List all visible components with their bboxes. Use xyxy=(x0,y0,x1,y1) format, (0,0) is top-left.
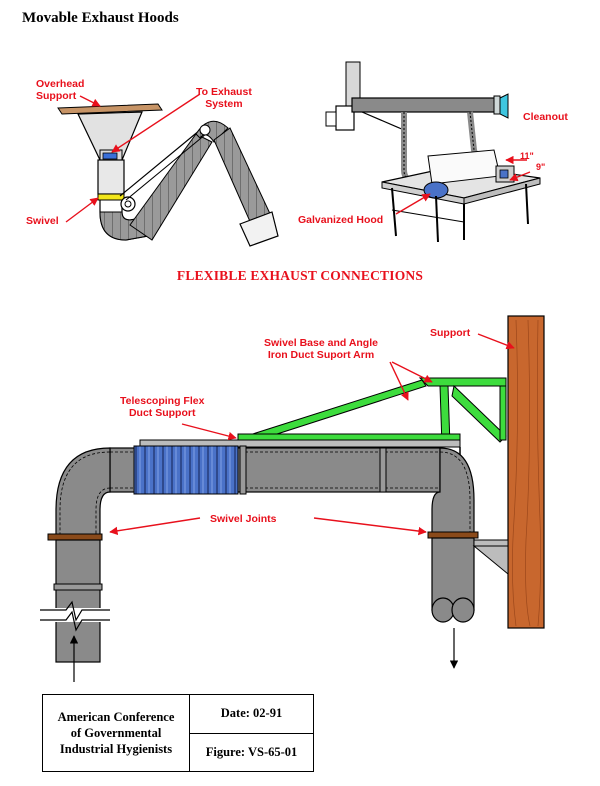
label-swivel-base: Swivel Base and Angle Iron Duct Suport A… xyxy=(264,337,378,361)
label-telescoping: Telescoping Flex Duct Support xyxy=(120,395,204,419)
page-title: Movable Exhaust Hoods xyxy=(22,10,179,26)
organization-name: American Conference of Governmental Indu… xyxy=(43,695,190,771)
org-line2: of Governmental xyxy=(70,726,162,740)
label-cleanout: Cleanout xyxy=(523,111,568,123)
flex-connection-illustration xyxy=(40,315,545,682)
label-dim-11: 11" xyxy=(520,151,534,161)
label-to-exhaust-line2: System xyxy=(205,98,243,110)
label-overhead-support-line1: Overhead xyxy=(36,78,85,90)
label-swivel-base-line2: Iron Duct Suport Arm xyxy=(267,349,375,361)
title-block-meta: Date: 02-91 Figure: VS-65-01 xyxy=(190,695,313,771)
org-line1: American Conference xyxy=(57,710,175,724)
label-telescoping-line2: Duct Support xyxy=(128,407,196,419)
label-galvanized-hood: Galvanized Hood xyxy=(298,214,384,226)
label-to-exhaust-system: To Exhaust System xyxy=(196,86,252,110)
label-support: Support xyxy=(430,327,471,339)
section-title: FLEXIBLE EXHAUST CONNECTIONS xyxy=(176,268,424,283)
label-dim-9: 9" xyxy=(536,162,546,172)
bench-hood-illustration xyxy=(325,61,541,243)
label-swivel-base-line1: Swivel Base and Angle xyxy=(264,337,378,349)
label-swivel-joints: Swivel Joints xyxy=(210,513,277,525)
overhead-hood-illustration xyxy=(57,103,279,247)
label-telescoping-line1: Telescoping Flex xyxy=(120,395,205,407)
label-overhead-support: Overhead Support xyxy=(36,78,84,102)
label-overhead-support-line2: Support xyxy=(36,90,77,102)
title-block: American Conference of Governmental Indu… xyxy=(42,694,314,772)
label-to-exhaust-line1: To Exhaust xyxy=(196,86,252,98)
label-swivel: Swivel xyxy=(26,215,59,227)
date-field: Date: 02-91 xyxy=(190,695,313,734)
figure-number: Figure: VS-65-01 xyxy=(205,744,298,759)
org-line3: Industrial Hygienists xyxy=(59,742,173,756)
leader-lines xyxy=(65,93,531,536)
